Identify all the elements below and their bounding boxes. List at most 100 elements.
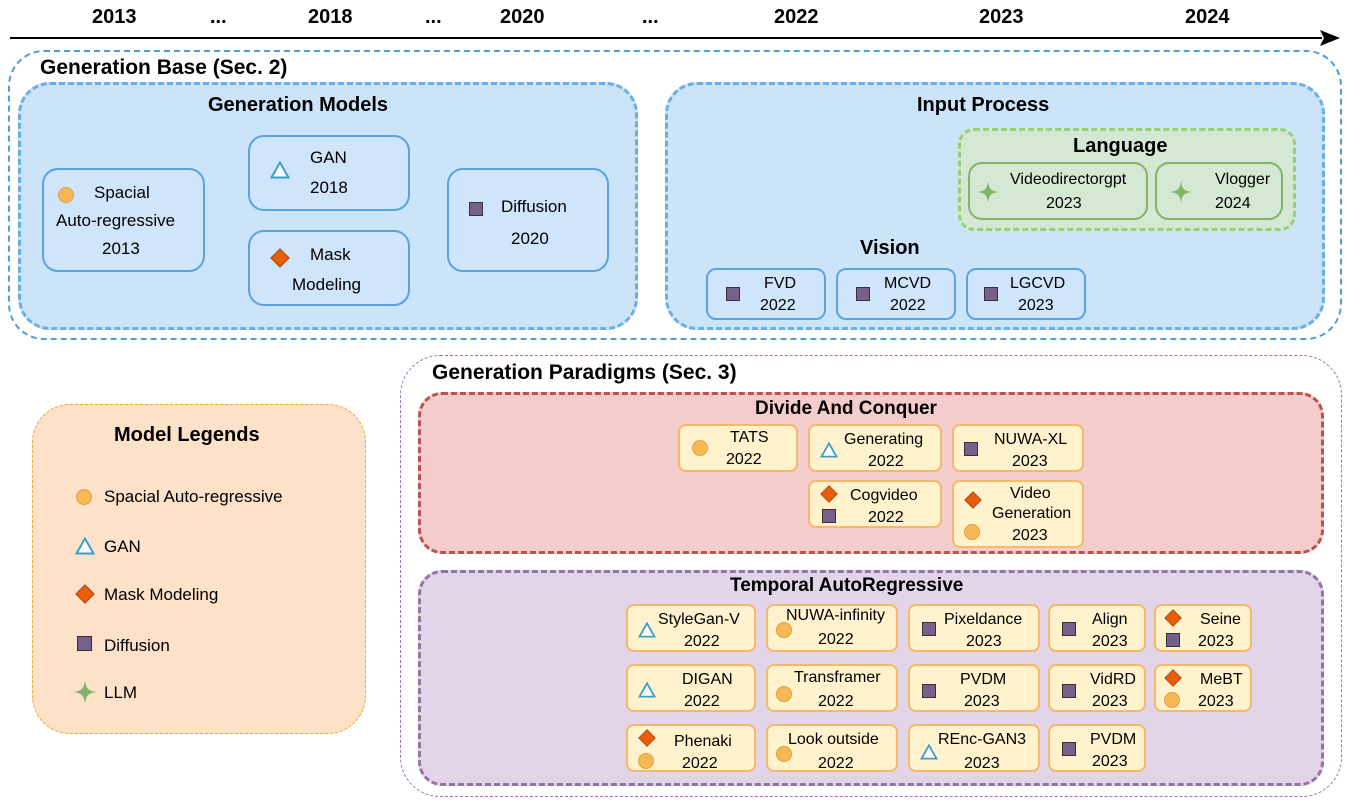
model-year: 2022 (682, 755, 718, 772)
model-name: Spacial (94, 183, 150, 202)
model-name: StyleGan-V (658, 611, 740, 628)
paradigm-card-vidrd: VidRD 2023 (1048, 664, 1146, 712)
diamond-icon (820, 485, 838, 503)
model-year: 2022 (868, 453, 904, 470)
model-year: 2023 (1092, 693, 1128, 710)
model-name: Phenaki (674, 733, 732, 750)
diamond-icon (964, 491, 982, 509)
model-legend-panel (32, 404, 366, 734)
square-icon (984, 287, 998, 301)
paradigm-card-pixeldance: Pixeldance 2023 (908, 604, 1040, 652)
paradigm-card-pvdm: PVDM 2023 (908, 664, 1040, 712)
triangle-icon (638, 682, 656, 698)
model-year: 2022 (726, 451, 762, 468)
model-year: 2022 (818, 755, 854, 772)
model-year: 2018 (310, 178, 348, 197)
square-icon (1166, 633, 1180, 647)
model-name: Generation (992, 505, 1072, 522)
model-year: 2023 (1018, 297, 1054, 314)
paradigm-card-tats: TATS 2022 (678, 424, 798, 472)
model-name: Generating (844, 431, 924, 448)
circle-icon (76, 489, 92, 505)
model-name: Align (1092, 611, 1128, 628)
generation-base-title: Generation Base (Sec. 2) (40, 56, 288, 79)
model-name: FVD (764, 275, 796, 292)
paradigm-card-renc-gan3: REnc-GAN3 2023 (908, 724, 1040, 772)
model-name: Modeling (292, 275, 361, 294)
model-year: 2023 (964, 693, 1000, 710)
model-year: 2022 (684, 693, 720, 710)
model-name: MCVD (884, 275, 932, 292)
year-label: 2024 (1185, 6, 1230, 28)
vision-card-mcvd: MCVD 2022 (836, 268, 956, 320)
generation-paradigms-region (400, 355, 1342, 797)
paradigm-card-mebt: MeBT 2023 (1154, 664, 1252, 712)
square-icon (856, 287, 870, 301)
model-year: 2023 (1092, 753, 1128, 770)
model-name: Videodirectorgpt (1010, 171, 1127, 188)
diamond-icon (1164, 609, 1182, 627)
temporal-title: Temporal AutoRegressive (730, 575, 964, 596)
year-ellipsis: ... (425, 6, 442, 28)
model-card-mask-modeling: Mask Modeling (248, 230, 410, 306)
star-icon (1169, 180, 1193, 204)
model-name: MeBT (1200, 671, 1243, 688)
model-name: Video (1010, 485, 1051, 502)
model-year: 2023 (1092, 633, 1128, 650)
model-name: PVDM (960, 671, 1007, 688)
circle-icon (692, 440, 708, 456)
square-icon (726, 287, 740, 301)
paradigm-card-look-outside: Look outside 2022 (766, 724, 898, 772)
paradigm-card-pvdm-2: PVDM 2023 (1048, 724, 1146, 772)
model-year: 2022 (684, 633, 720, 650)
paradigm-card-phenaki: Phenaki 2022 (626, 724, 756, 772)
model-name: Seine (1200, 611, 1241, 628)
language-card-videodirectorgpt: Videodirectorgpt 2023 (968, 162, 1148, 220)
model-card-spacial-autoregressive: Spacial Auto-regressive 2013 (42, 168, 205, 272)
paradigm-card-seine: Seine 2023 (1154, 604, 1252, 652)
circle-icon (776, 622, 792, 638)
legend-title: Model Legends (114, 424, 260, 446)
model-card-gan: GAN 2018 (248, 135, 410, 211)
model-card-diffusion: Diffusion 2020 (447, 168, 609, 272)
paradigm-card-digan: DIGAN 2022 (626, 664, 756, 712)
paradigm-card-transframer: Transframer 2022 (766, 664, 898, 712)
generation-paradigms-title: Generation Paradigms (Sec. 3) (432, 361, 737, 384)
model-year: 2022 (868, 509, 904, 526)
model-name: Look outside (788, 731, 879, 748)
circle-icon (1164, 692, 1180, 708)
model-name: Cogvideo (850, 487, 918, 504)
year-ellipsis: ... (642, 6, 659, 28)
language-title: Language (1073, 135, 1168, 157)
paradigm-card-nuwa-xl: NUWA-XL 2023 (952, 424, 1084, 472)
year-label: 2020 (500, 6, 545, 28)
circle-icon (638, 753, 654, 769)
model-year: 2023 (1046, 195, 1082, 212)
square-icon (1062, 622, 1076, 636)
model-year: 2022 (818, 631, 854, 648)
model-name: REnc-GAN3 (938, 731, 1027, 748)
model-name: Diffusion (501, 197, 567, 216)
triangle-icon (820, 442, 838, 458)
vision-card-lgcvd: LGCVD 2023 (966, 268, 1086, 320)
model-name: NUWA-infinity (786, 607, 885, 624)
model-name: Auto-regressive (56, 211, 176, 230)
triangle-icon (270, 161, 290, 179)
model-year: 2023 (964, 755, 1000, 772)
paradigm-card-video-generation: Video Generation 2023 (952, 480, 1084, 548)
circle-icon (776, 746, 792, 762)
model-name: TATS (730, 429, 769, 446)
input-process-title: Input Process (917, 94, 1050, 116)
circle-icon (58, 187, 74, 203)
vision-title: Vision (860, 237, 920, 259)
circle-icon (776, 686, 792, 702)
model-year: 2024 (1215, 195, 1251, 212)
model-year: 2023 (1198, 693, 1234, 710)
paradigm-card-align: Align 2023 (1048, 604, 1146, 652)
model-name: DIGAN (682, 671, 733, 688)
model-name: LGCVD (1010, 275, 1066, 292)
paradigm-card-nuwa-infinity: NUWA-infinity 2022 (766, 604, 898, 652)
square-icon (822, 509, 836, 523)
model-year: 2023 (1012, 453, 1048, 470)
triangle-icon (638, 622, 656, 638)
